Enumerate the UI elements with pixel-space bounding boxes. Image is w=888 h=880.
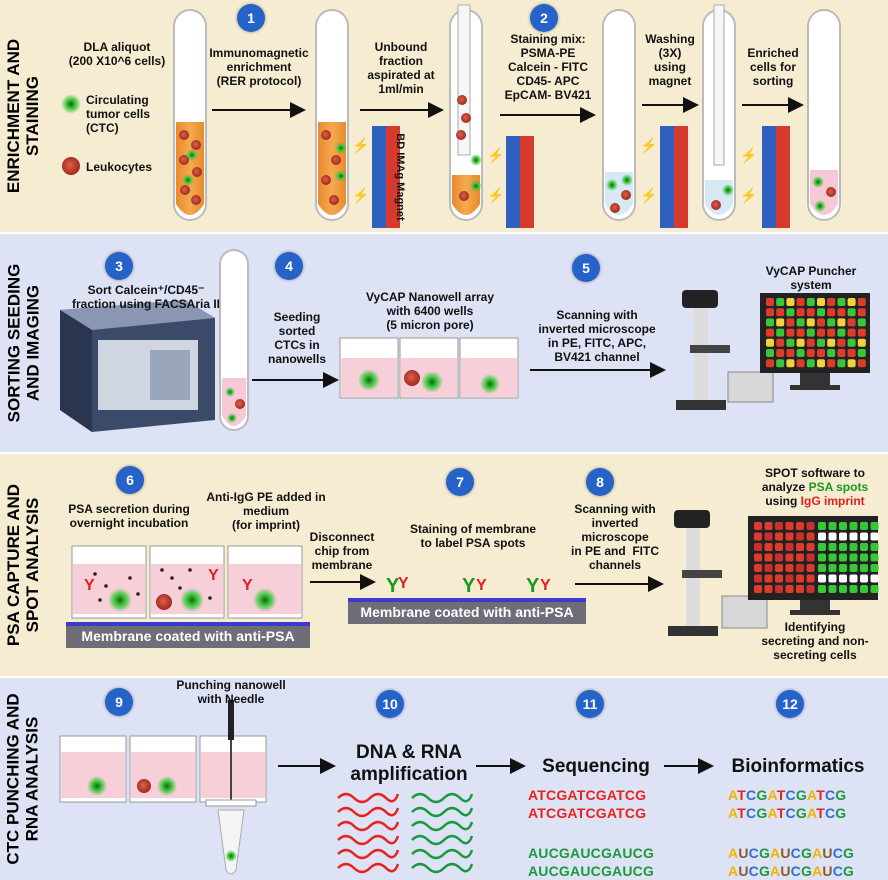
dla-aliquot-label: DLA aliquot (200 X10^6 cells) [68, 40, 166, 68]
magnet-4 [762, 126, 776, 228]
svg-text:⚡: ⚡ [487, 147, 504, 164]
svg-text:⚡: ⚡ [740, 147, 757, 164]
step-badge-9: 9 [105, 688, 133, 716]
svg-text:⚡: ⚡ [740, 187, 757, 204]
punching-chips [59, 700, 267, 875]
rna-sequence-1: AUCGAUCGAUCG [528, 845, 655, 861]
disconnect-chip-label: Disconnect chip from membrane [309, 530, 375, 572]
leukocyte-legend-icon [62, 157, 80, 175]
svg-text:Y: Y [462, 575, 476, 597]
immunomagnetic-label: Immunomagnetic enrichment (RER protocol) [209, 46, 309, 88]
svg-text:⚡: ⚡ [640, 137, 657, 154]
svg-text:Y: Y [208, 567, 219, 584]
step-badge-8: 8 [586, 468, 614, 496]
svg-text:⚡: ⚡ [640, 187, 657, 204]
step-badge-11: 11 [576, 690, 604, 718]
psa-secretion-label: PSA secretion during overnight incubatio… [68, 502, 190, 530]
staining-mix-label: Staining mix: PSMA-PE Calcein - FITC CD4… [504, 32, 592, 102]
step-badge-6: 6 [116, 466, 144, 494]
bioinfo-dna-2: ATCGATCGATCG [728, 805, 847, 821]
scanning-label-2: Scanning with inverted microscope in PE … [570, 502, 659, 572]
step-badge-1: 1 [237, 4, 265, 32]
ctc-legend-icon [61, 94, 81, 114]
svg-text:Y: Y [526, 575, 540, 597]
ctc-legend-label: Circulating tumor cells (CTC) [86, 93, 151, 135]
bioinfo-dna-1: ATCGATCGATCG [728, 787, 847, 803]
tube-sorted [219, 249, 249, 431]
dna-sequence-1: ATCGATCGATCG [528, 787, 647, 803]
membrane-bar-2: Membrane coated with anti-PSA [348, 598, 586, 624]
sequencing-title: Sequencing [542, 756, 650, 777]
tube-immunomagnetic [315, 9, 349, 221]
tube-washing [702, 4, 736, 221]
microscope-2 [668, 510, 768, 636]
nanowell-array [339, 337, 519, 399]
dna-wave-lines [337, 792, 474, 874]
step-badge-3: 3 [105, 252, 133, 280]
tube-enriched [807, 9, 841, 221]
bioinfo-rna-1: AUCGAUCGAUCG [728, 845, 855, 861]
bioinfo-rna-2: AUCGAUCGAUCG [728, 863, 855, 879]
washing-label: Washing (3X) using magnet [645, 32, 695, 88]
spot-text-using: using [765, 494, 801, 508]
step-badge-2: 2 [530, 4, 558, 32]
enriched-cells-label: Enriched cells for sorting [747, 46, 799, 88]
spot-text-psa: PSA spots [808, 480, 869, 494]
panel-enrichment [0, 0, 888, 232]
magnet-1 [372, 126, 386, 228]
svg-text:Y: Y [398, 575, 409, 592]
puncher-well-grid [766, 298, 866, 368]
step-badge-5: 5 [572, 254, 600, 282]
svg-text:⚡: ⚡ [487, 187, 504, 204]
step-badge-7: 7 [446, 468, 474, 496]
tube-aspiration [449, 4, 483, 221]
scanning-label-1: Scanning with inverted microscope in PE,… [538, 308, 656, 364]
svg-text:Y: Y [386, 575, 400, 597]
puncher-system-label: VyCAP Puncher system [765, 264, 857, 292]
stained-membrane-spots: Y Y Y Y Y Y [386, 575, 551, 597]
unbound-fraction-label: Unbound fraction aspirated at 1ml/min [367, 40, 435, 96]
magnet-3 [660, 126, 674, 228]
bd-imag-magnet-label: BD IMAg Magnet [394, 133, 406, 221]
tube-staining [602, 9, 636, 221]
step-badge-10: 10 [376, 690, 404, 718]
svg-text:⚡: ⚡ [352, 137, 369, 154]
psa-nanowell-chips: Y Y Y [71, 545, 303, 619]
anti-igg-label: Anti-IgG PE added in medium (for imprint… [206, 490, 326, 532]
magnet-2 [506, 136, 520, 228]
svg-text:Y: Y [540, 577, 551, 594]
vycap-array-label: VyCAP Nanowell array with 6400 wells (5 … [365, 290, 495, 332]
microscope-1 [676, 290, 774, 410]
membrane-staining-label: Staining of membrane to label PSA spots [409, 522, 537, 550]
identifying-cells-label: Identifying secreting and non- secreting… [761, 620, 869, 662]
svg-text:Y: Y [84, 577, 95, 594]
step-badge-4: 4 [275, 252, 303, 280]
seeding-label: Seeding sorted CTCs in nanowells [267, 310, 326, 366]
membrane-bar-1: Membrane coated with anti-PSA [66, 622, 310, 648]
rna-sequence-2: AUCGAUCGAUCG [528, 863, 655, 879]
dna-rna-amplification-title: DNA & RNA amplification [350, 742, 468, 785]
facs-sorter-illustration [60, 300, 215, 432]
spot-well-grid [754, 522, 879, 593]
step-badge-12: 12 [776, 690, 804, 718]
spot-text-igg: IgG imprint [800, 494, 865, 508]
spot-text-prefix: SPOT software to analyze [761, 466, 865, 494]
dna-sequence-2: ATCGATCGATCG [528, 805, 647, 821]
punching-needle-label: Punching nanowell with Needle [176, 678, 286, 706]
svg-text:Y: Y [242, 577, 253, 594]
tube-dla [173, 9, 207, 221]
svg-text:⚡: ⚡ [352, 187, 369, 204]
leukocyte-legend-label: Leukocytes [86, 160, 153, 174]
svg-text:Y: Y [476, 577, 487, 594]
bioinformatics-title: Bioinformatics [731, 756, 865, 777]
sort-fraction-label: Sort Calcein⁺/CD45⁻ fraction using FACSA… [71, 283, 221, 311]
